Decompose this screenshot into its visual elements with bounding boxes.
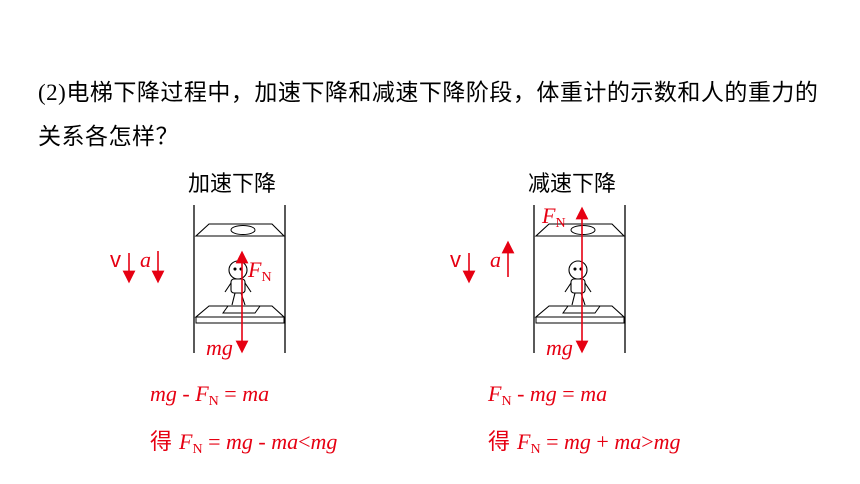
acceleration-label: a <box>490 247 501 272</box>
equation-1-accelerating: mg - FN = ma <box>150 381 270 409</box>
elevator-scene-accelerating: v a FN mg <box>110 195 370 365</box>
question-text: (2)电梯下降过程中，加速下降和减速下降阶段，体重计的示数和人的重力的关系各怎样… <box>38 71 828 159</box>
normal-force-label: FN <box>248 257 272 285</box>
equation-2-decelerating: 得 FN = mg + ma>mg <box>488 429 681 457</box>
question-number: (2) <box>38 80 67 105</box>
panel-title-decelerating: 减速下降 <box>528 172 617 197</box>
gravity-label: mg <box>546 335 573 360</box>
elevator-diagram-decelerating <box>462 205 626 354</box>
equation-2-accelerating: 得 FN = mg - ma<mg <box>150 429 338 457</box>
panel-title-accelerating: 加速下降 <box>188 172 277 197</box>
equation-1-decelerating: FN - mg = ma <box>488 381 608 409</box>
velocity-label: v <box>110 247 121 272</box>
velocity-label: v <box>450 247 461 272</box>
normal-force-label: FN <box>542 203 566 231</box>
question-body: 电梯下降过程中，加速下降和减速下降阶段，体重计的示数和人的重力的关系各怎样？ <box>38 80 819 150</box>
acceleration-label: a <box>140 247 151 272</box>
person-figure <box>564 260 592 306</box>
elevator-scene-decelerating: v a FN mg <box>450 195 710 365</box>
elevator-diagram-accelerating <box>122 205 286 354</box>
gravity-label: mg <box>206 335 233 360</box>
